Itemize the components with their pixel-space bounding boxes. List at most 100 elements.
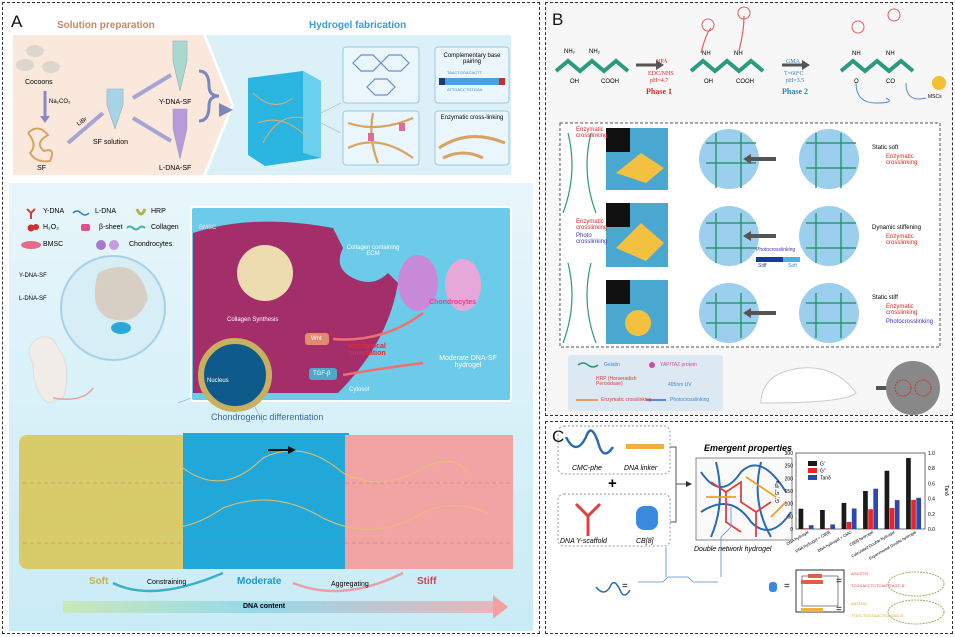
seq-red-1: AGCGTG: [851, 571, 869, 576]
seq-yellow-2: TTATCTGCTAACTGAGAG-5': [851, 613, 904, 618]
red-linker-icon: [808, 574, 822, 578]
legend-collagen: Collagen: [151, 224, 179, 231]
bar-tan: [894, 500, 900, 529]
stiff-label: Stiff: [417, 576, 437, 587]
bar-tan: [808, 525, 814, 529]
double-network-label: Double network hydrogel: [694, 546, 772, 553]
legend-hrp: HRP (Horseradish Peroxidase): [596, 376, 637, 387]
photo-middle: Photo crosslinking: [576, 233, 608, 245]
inset-nucleus: Nucleus: [207, 378, 229, 384]
bar-g: [868, 509, 873, 529]
yellow-seq-ellipse: [887, 599, 945, 625]
hydrogel-title: Hydrogel fabrication: [309, 20, 407, 31]
sf-fiber-icon: [27, 127, 53, 163]
phase2-label: Phase 2: [782, 87, 808, 96]
y-tick-label: 100: [785, 502, 794, 508]
dna-y-label: DNA Y-scaffold: [560, 538, 607, 545]
bar-g: [911, 499, 916, 529]
chart-frame: [795, 452, 926, 530]
static-stiff-photo: Photocrosslinking: [886, 319, 934, 325]
complementary-label: Complementary base pairing: [443, 53, 501, 65]
seq-yellow-1: AATAGA: [851, 601, 867, 606]
phase1-label: Phase 1: [646, 87, 672, 96]
panel-b-label: B: [552, 10, 564, 29]
y-tick-label: 150: [785, 489, 794, 495]
bar-g: [846, 521, 852, 529]
bar-g: [884, 470, 890, 529]
equals-4: =: [836, 604, 842, 615]
chondrogenic-label: Chondrogenic differentiation: [211, 412, 324, 422]
inset-mechanical: Mechanical stimulation: [348, 343, 386, 357]
panel-b-illustration: [554, 6, 946, 415]
bar-tan: [830, 524, 836, 529]
moderate-label: Moderate: [237, 576, 282, 587]
y-tick-label: 50: [787, 514, 793, 520]
cmc-phe-icon: [564, 429, 615, 455]
vesicle: [237, 245, 293, 301]
bar-g: [906, 458, 911, 529]
yellow-dna-linker-mini: [801, 608, 823, 612]
y2-tick-label: 0.8: [928, 466, 935, 472]
equals-1: =: [622, 581, 628, 592]
edc-label: EDC/NHS: [648, 71, 674, 77]
y2-tick-label: 1.0: [928, 451, 935, 457]
wnt-box: [305, 333, 329, 345]
inset-collagen-ecm: Collagen containing ECM: [346, 245, 400, 257]
h2o2-icon: [27, 224, 35, 232]
inset-chondrocytes: Chondrocytes: [429, 299, 477, 306]
inset-wnt: Wnt: [311, 336, 322, 342]
oh-2: OH: [704, 79, 713, 85]
ph1-label: pH=4.7: [650, 78, 669, 84]
na2co3-label: Na₂CO₃: [49, 99, 71, 105]
yap-legend-icon: [649, 362, 655, 368]
bar-g: [803, 528, 809, 529]
panel-c-label: C: [552, 427, 565, 446]
legend-swatch: [808, 468, 817, 473]
legend-beta-sheet: β-sheet: [99, 224, 123, 231]
tube-icon: [106, 88, 124, 130]
bar-tan: [873, 488, 879, 529]
mouse-illustration: [760, 367, 857, 404]
cmc-structure: [638, 507, 732, 583]
soft-label: Soft: [89, 576, 109, 587]
dynamic-stiffening-label: Dynamic stiffening: [872, 225, 921, 231]
constraining-label: Constraining: [147, 579, 187, 586]
red-dna-linker-mini: [801, 580, 823, 584]
dna-linker-label: DNA linker: [624, 465, 658, 472]
y2-axis-label: Tanδ: [943, 485, 949, 496]
legend-bmsc: BMSC: [43, 241, 64, 248]
hpa-label: HPA: [656, 59, 668, 65]
equals-3: =: [836, 576, 842, 587]
dynamic-enzymatic: Enzymatic crosslinking: [886, 234, 918, 246]
bar-tan: [851, 508, 857, 529]
panel-c-illustration: 0501001502002503000.00.20.40.60.81.0G', …: [557, 425, 949, 625]
panel-a-label: A: [11, 12, 23, 31]
static-soft-label: Static soft: [872, 145, 899, 151]
base-pairing-box: [434, 46, 510, 104]
inset-tgfb: TGF-β: [313, 371, 331, 377]
y-tick-label: 300: [785, 451, 794, 457]
bar-tan: [916, 497, 922, 529]
enzymatic-middle: Enzymatic crosslinking: [576, 219, 608, 231]
y2-tick-label: 0.4: [928, 497, 935, 503]
legend-label: Tanδ: [820, 476, 831, 482]
solution-title: Solution preparation: [57, 20, 155, 31]
legend-swatch: [808, 461, 817, 466]
inset-cytosol: Cytosol: [349, 387, 370, 393]
legend-chondrocytes: Chondrocytes: [129, 241, 173, 248]
stiffness-bar-soft: [783, 257, 800, 262]
chondrocyte-icon: [96, 240, 106, 250]
inset-collagen-synthesis: Collagen Synthesis: [227, 317, 279, 323]
y2-tick-label: 0.0: [928, 527, 935, 533]
cmc-phe-small: [595, 581, 631, 596]
bar-stiff-label: Stiff: [758, 263, 767, 269]
legend-h2o2: H₂O₂: [43, 224, 59, 231]
beta-sheet-icon: [81, 224, 90, 231]
cb8-label: CB[8]: [636, 538, 654, 545]
static-stiff-enzymatic: Enzymatic crosslinking: [886, 304, 918, 316]
y-dna-icon: [26, 208, 36, 219]
rheology-chart: 0501001502002503000.00.20.40.60.81.0G', …: [775, 451, 949, 561]
legend-uv: 405nm UV: [668, 382, 692, 388]
o-label: O: [854, 79, 859, 85]
nucleus: [198, 338, 272, 412]
